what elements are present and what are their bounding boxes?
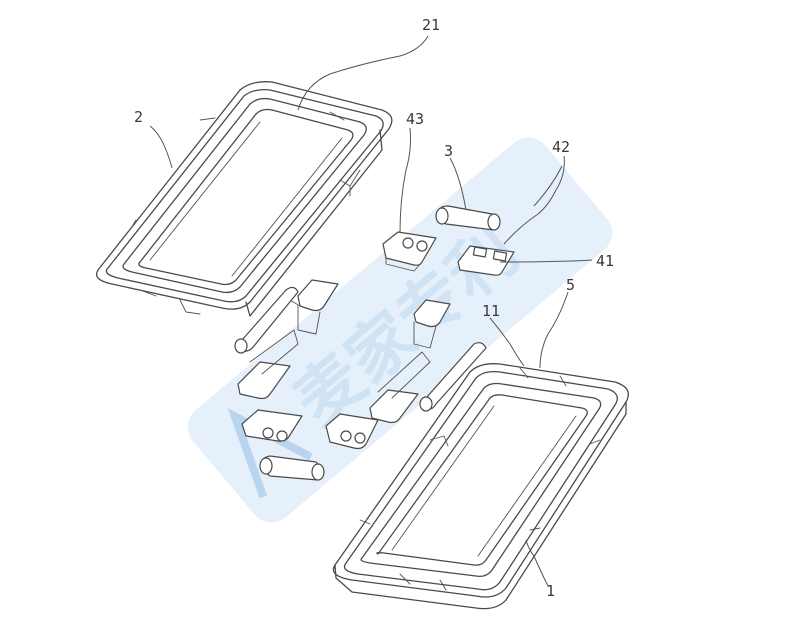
frame-bottom	[332, 363, 629, 610]
label-2: 2	[134, 108, 143, 126]
label-3: 3	[444, 142, 453, 160]
watermark-logo-mark	[227, 407, 313, 499]
hinge-plate-mid	[325, 413, 379, 450]
label-41: 41	[596, 252, 614, 270]
label-43: 43	[406, 110, 424, 128]
leader-lines	[149, 35, 593, 587]
frame-top	[95, 81, 393, 317]
hinge-clip-center	[234, 279, 339, 354]
reference-labels: 21 2 43 3 42 41 11 5 1	[134, 16, 614, 600]
label-42: 42	[552, 138, 570, 156]
hinge-clip-right	[369, 299, 487, 424]
watermark-logo	[194, 380, 327, 514]
hinge-clip-left	[237, 329, 299, 400]
hinge-pin-lower	[259, 455, 325, 481]
label-21: 21	[422, 16, 440, 34]
hinge-pin	[435, 205, 501, 231]
hinge-plate-left	[241, 409, 303, 442]
label-1: 1	[546, 582, 555, 600]
hinge-plate-top	[382, 231, 437, 272]
label-5: 5	[566, 276, 575, 294]
label-11: 11	[482, 302, 500, 320]
